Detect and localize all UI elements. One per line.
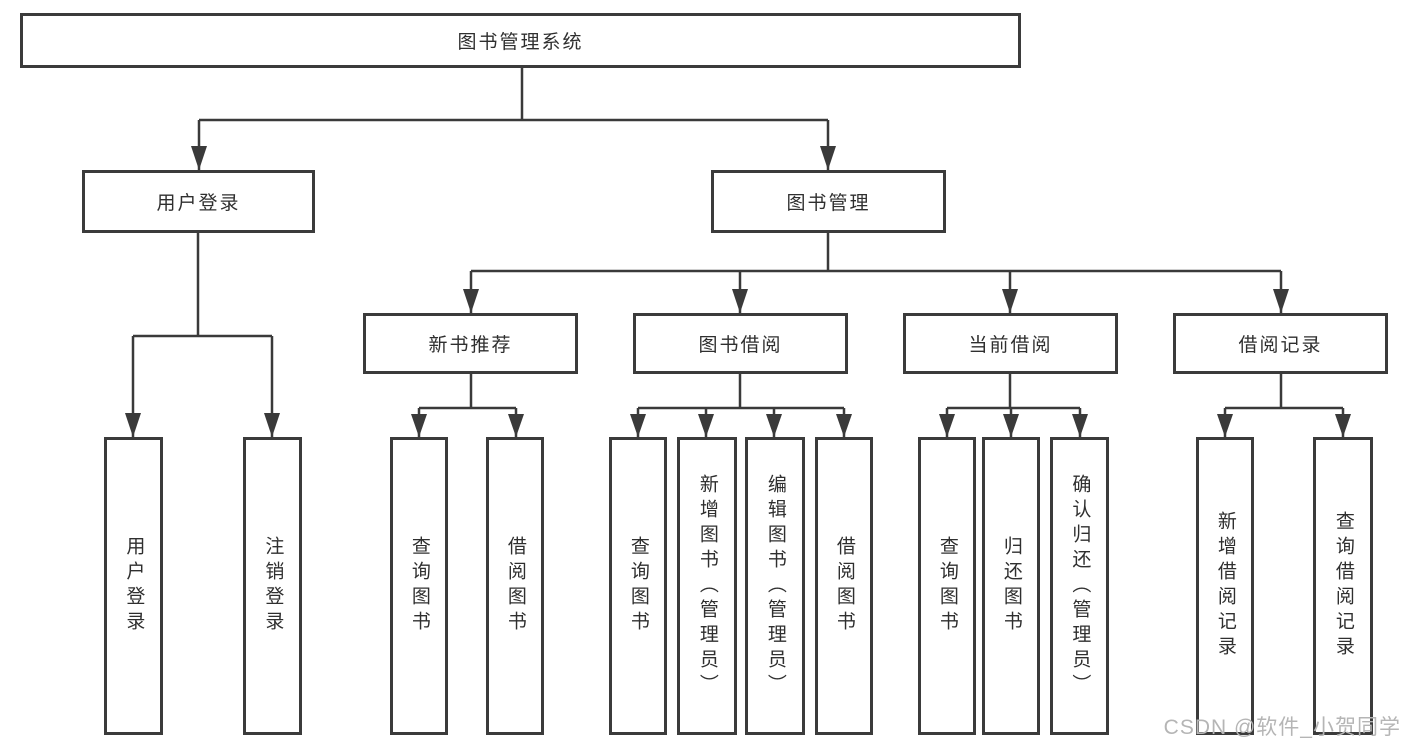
node-label: 图书借阅 [698, 335, 783, 356]
leaf-query-borrow-record: 查询借阅记录 [1313, 437, 1373, 735]
leaf-label: 归还图书 [1000, 536, 1022, 636]
leaf-confirm-return-admin: 确认归还（管理员） [1050, 437, 1109, 735]
leaf-user-login: 用户登录 [104, 437, 163, 735]
leaf-label: 查询借阅记录 [1332, 511, 1354, 661]
leaf-label: 查询图书 [936, 536, 958, 636]
leaf-label: 借阅图书 [504, 536, 526, 636]
leaf-query-book-current: 查询图书 [918, 437, 976, 735]
leaf-borrow-book: 借阅图书 [815, 437, 873, 735]
leaf-query-book-borrow: 查询图书 [609, 437, 667, 735]
leaf-label: 注销登录 [262, 536, 284, 636]
node-current-borrow: 当前借阅 [903, 313, 1118, 374]
leaf-label: 确认归还（管理员） [1069, 473, 1091, 699]
node-borrow-records: 借阅记录 [1173, 313, 1388, 374]
csdn-watermark: CSDN @软件_小贺同学 [1163, 716, 1401, 739]
node-label: 借阅记录 [1238, 335, 1323, 356]
leaf-query-book-recommend: 查询图书 [390, 437, 448, 735]
leaf-label: 查询图书 [627, 536, 649, 636]
node-user-login: 用户登录 [82, 170, 315, 233]
node-label: 图书管理 [786, 193, 871, 214]
leaf-label: 用户登录 [123, 536, 145, 636]
node-new-book-recommend: 新书推荐 [363, 313, 578, 374]
leaf-label: 新增图书（管理员） [696, 473, 718, 699]
node-book-borrow: 图书借阅 [633, 313, 848, 374]
leaf-logout: 注销登录 [243, 437, 302, 735]
node-label: 当前借阅 [968, 335, 1053, 356]
node-label: 图书管理系统 [457, 32, 584, 53]
node-library-system: 图书管理系统 [20, 13, 1021, 68]
node-label: 新书推荐 [428, 335, 513, 356]
leaf-label: 编辑图书（管理员） [764, 473, 786, 699]
leaf-borrow-book-recommend: 借阅图书 [486, 437, 544, 735]
leaf-edit-book-admin: 编辑图书（管理员） [745, 437, 805, 735]
leaf-label: 借阅图书 [833, 536, 855, 636]
leaf-add-borrow-record: 新增借阅记录 [1196, 437, 1254, 735]
leaf-label: 新增借阅记录 [1214, 511, 1236, 661]
leaf-return-book: 归还图书 [982, 437, 1040, 735]
leaf-label: 查询图书 [408, 536, 430, 636]
node-book-management: 图书管理 [711, 170, 946, 233]
node-label: 用户登录 [156, 193, 241, 214]
leaf-add-book-admin: 新增图书（管理员） [677, 437, 737, 735]
